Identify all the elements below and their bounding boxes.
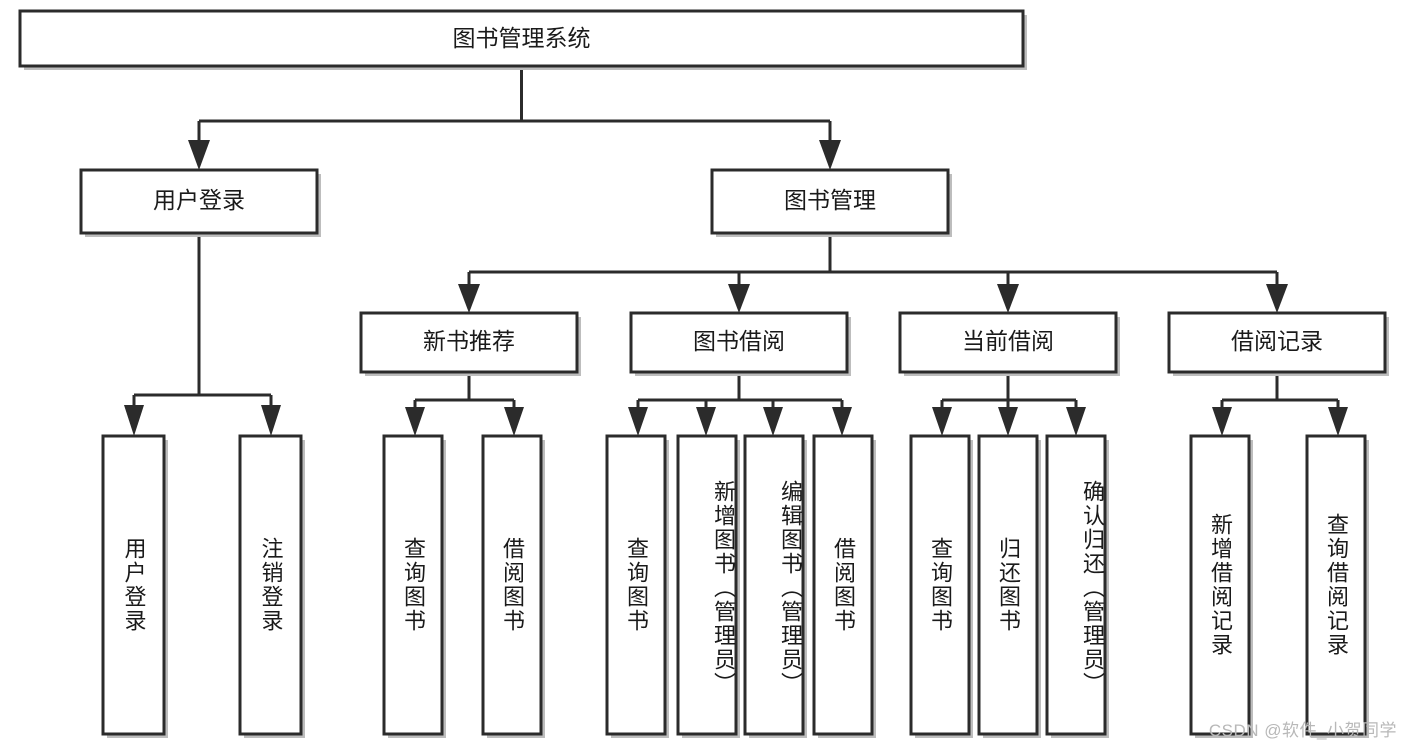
node-user-login[interactable]: 用户登录 bbox=[79, 168, 321, 237]
edges-group bbox=[132, 66, 1340, 407]
leaf-borrow-book-2-box[interactable] bbox=[812, 434, 874, 736]
arrowhead-current-borrow bbox=[997, 284, 1019, 313]
arrowhead-leaf-query-book-3 bbox=[932, 407, 952, 436]
leaf-query-book-3-label: 查询图书 bbox=[927, 537, 953, 633]
leaf-edit-book-label: 编辑图书（管理员） bbox=[778, 480, 803, 696]
leaf-user-logout-box[interactable] bbox=[238, 434, 303, 736]
node-leaf-borrow-book-1[interactable] bbox=[481, 434, 545, 738]
node-book-borrow[interactable]: 图书借阅 bbox=[629, 311, 851, 376]
node-current-borrow[interactable]: 当前借阅 bbox=[898, 311, 1120, 376]
book-manage-label: 图书管理 bbox=[784, 187, 876, 213]
arrowhead-book-borrow bbox=[728, 284, 750, 313]
leaf-add-book-box[interactable] bbox=[676, 434, 738, 736]
leaf-confirm-return-label: 确认归还（管理员） bbox=[1080, 480, 1105, 696]
node-leaf-confirm-return[interactable] bbox=[1045, 434, 1109, 738]
arrowhead-leaf-user-login bbox=[124, 405, 144, 436]
node-leaf-return-book[interactable] bbox=[977, 434, 1041, 738]
leaf-user-login-label: 用户登录 bbox=[121, 537, 147, 633]
new-book-recommend-label: 新书推荐 bbox=[423, 328, 515, 354]
arrowhead-leaf-borrow-book-1 bbox=[504, 407, 524, 436]
leaf-borrow-book-2-label: 借阅图书 bbox=[830, 537, 856, 633]
arrowhead-leaf-edit-book bbox=[763, 407, 783, 436]
leaf-query-record-box[interactable] bbox=[1305, 434, 1367, 736]
new-book-recommend-box[interactable] bbox=[359, 311, 579, 374]
current-borrow-box[interactable] bbox=[898, 311, 1118, 374]
borrow-record-label: 借阅记录 bbox=[1231, 328, 1323, 354]
leaf-query-book-2-label: 查询图书 bbox=[623, 537, 649, 633]
node-book-manage[interactable]: 图书管理 bbox=[710, 168, 952, 237]
node-leaf-query-record[interactable] bbox=[1305, 434, 1369, 738]
watermark-text: CSDN @软件_小贺同学 bbox=[1208, 721, 1397, 740]
leaf-add-record-label: 新增借阅记录 bbox=[1207, 513, 1233, 657]
node-leaf-query-book-1[interactable] bbox=[382, 434, 446, 738]
arrowhead-leaf-user-logout bbox=[261, 405, 281, 436]
node-new-book-recommend[interactable]: 新书推荐 bbox=[359, 311, 581, 376]
node-leaf-user-login[interactable] bbox=[101, 434, 168, 738]
arrowhead-leaf-query-book-1 bbox=[405, 407, 425, 436]
arrowhead-leaf-add-record bbox=[1212, 407, 1232, 436]
node-borrow-record[interactable]: 借阅记录 bbox=[1167, 311, 1389, 376]
leaf-query-book-2-box[interactable] bbox=[605, 434, 667, 736]
arrowhead-leaf-borrow-book-2 bbox=[832, 407, 852, 436]
book-borrow-label: 图书借阅 bbox=[693, 328, 785, 354]
node-root[interactable]: 图书管理系统 bbox=[18, 9, 1027, 70]
leaf-borrow-book-1-label: 借阅图书 bbox=[499, 537, 525, 633]
node-leaf-borrow-book-2[interactable] bbox=[812, 434, 876, 738]
leaf-add-book-label: 新增图书（管理员） bbox=[711, 480, 736, 696]
arrowhead-book-manage bbox=[819, 140, 841, 170]
node-leaf-query-book-2[interactable] bbox=[605, 434, 669, 738]
leaf-user-login-box[interactable] bbox=[101, 434, 166, 736]
leaf-boxes-group bbox=[101, 434, 1369, 738]
node-leaf-add-record[interactable] bbox=[1189, 434, 1253, 738]
current-borrow-label: 当前借阅 bbox=[962, 328, 1054, 354]
leaf-query-book-1-box[interactable] bbox=[382, 434, 444, 736]
arrowhead-borrow-record bbox=[1266, 284, 1288, 313]
leaf-borrow-book-1-box[interactable] bbox=[481, 434, 543, 736]
leaf-query-record-label: 查询借阅记录 bbox=[1323, 513, 1349, 657]
leaf-user-logout-label: 注销登录 bbox=[258, 537, 284, 633]
borrow-record-box[interactable] bbox=[1167, 311, 1387, 374]
node-leaf-user-logout[interactable] bbox=[238, 434, 305, 738]
arrowhead-leaf-query-book-2 bbox=[628, 407, 648, 436]
arrowhead-user-login bbox=[188, 140, 210, 170]
leaf-add-record-box[interactable] bbox=[1189, 434, 1251, 736]
book-manage-box[interactable] bbox=[710, 168, 950, 235]
user-login-box[interactable] bbox=[79, 168, 319, 235]
book-borrow-box[interactable] bbox=[629, 311, 849, 374]
leaf-return-book-label: 归还图书 bbox=[995, 537, 1021, 633]
node-leaf-query-book-3[interactable] bbox=[909, 434, 973, 738]
leaf-edit-book-box[interactable] bbox=[743, 434, 805, 736]
leaf-return-book-box[interactable] bbox=[977, 434, 1039, 736]
leaf-confirm-return-box[interactable] bbox=[1045, 434, 1107, 736]
node-leaf-add-book[interactable] bbox=[676, 434, 740, 738]
arrowhead-leaf-add-book bbox=[696, 407, 716, 436]
arrowhead-recommend bbox=[458, 284, 480, 313]
leaf-query-book-3-box[interactable] bbox=[909, 434, 971, 736]
arrowhead-leaf-confirm-return bbox=[1066, 407, 1086, 436]
root-label: 图书管理系统 bbox=[453, 25, 591, 51]
arrowhead-leaf-return-book bbox=[998, 407, 1018, 436]
node-leaf-edit-book[interactable] bbox=[743, 434, 807, 738]
user-login-label: 用户登录 bbox=[153, 187, 245, 213]
root-box[interactable] bbox=[18, 9, 1025, 68]
leaf-query-book-1-label: 查询图书 bbox=[400, 537, 426, 633]
arrowhead-leaf-query-record bbox=[1328, 407, 1348, 436]
arrowheads-group bbox=[124, 140, 1348, 436]
